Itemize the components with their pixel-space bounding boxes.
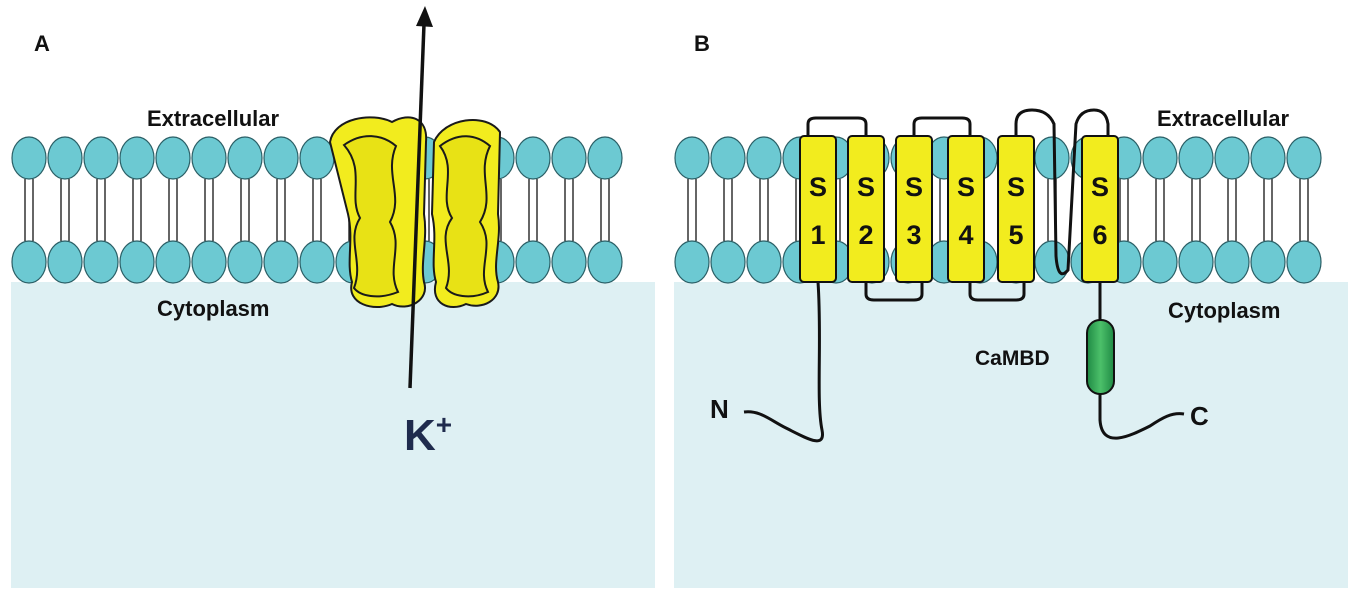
segment-body xyxy=(799,135,837,283)
n-terminus-label: N xyxy=(710,394,729,424)
segment-s3: S3 xyxy=(895,135,933,283)
panel-b-letter: B xyxy=(694,31,710,56)
lipid-head xyxy=(119,240,155,284)
transmembrane-loops xyxy=(743,108,1185,443)
lipid-head xyxy=(587,136,623,180)
segment-number: 3 xyxy=(906,220,921,250)
lipid-head xyxy=(47,240,83,284)
segment-body xyxy=(1081,135,1119,283)
segment-letter: S xyxy=(857,172,875,202)
lipid-head xyxy=(299,136,335,180)
segment-letter: S xyxy=(1091,172,1109,202)
panel-b-extracellular-label: Extracellular xyxy=(1157,106,1290,131)
lipid-head xyxy=(515,136,551,180)
segment-letter: S xyxy=(809,172,827,202)
segment-number: 6 xyxy=(1092,220,1107,250)
panel-a-membrane xyxy=(11,136,623,284)
lipid-head xyxy=(263,240,299,284)
segment-s6: S6 xyxy=(1081,135,1119,283)
segment-body xyxy=(895,135,933,283)
c-terminal-tail xyxy=(1098,392,1185,440)
lipid-head xyxy=(299,240,335,284)
segment-number: 1 xyxy=(810,220,825,250)
lipid-head xyxy=(11,240,47,284)
lipid-head xyxy=(83,240,119,284)
segment-s4: S4 xyxy=(947,135,985,283)
lipid-head xyxy=(1286,136,1322,180)
lipid-head xyxy=(515,240,551,284)
segment-s5: S5 xyxy=(997,135,1035,283)
lipid-head xyxy=(674,240,710,284)
lipid-head xyxy=(551,136,587,180)
lipid-head xyxy=(191,240,227,284)
cambd-label: CaMBD xyxy=(975,347,1050,370)
n-terminal-tail xyxy=(743,281,824,443)
segment-s2: S2 xyxy=(847,135,885,283)
panel-b-cytoplasm-region xyxy=(674,282,1348,588)
lipid-head xyxy=(1034,136,1070,180)
lipid-head xyxy=(674,136,710,180)
segment-letter: S xyxy=(905,172,923,202)
lipid-head xyxy=(746,240,782,284)
lipid-head xyxy=(155,240,191,284)
cambd-domain xyxy=(1086,319,1115,395)
segment-s1: S1 xyxy=(799,135,837,283)
lipid-head xyxy=(1142,136,1178,180)
lipid-head xyxy=(1250,136,1286,180)
lipid-head xyxy=(1214,136,1250,180)
panel-a: A Extracellular Cytoplasm K+ xyxy=(11,6,655,588)
panel-a-letter: A xyxy=(34,31,50,56)
lipid-head xyxy=(11,136,47,180)
segment-body xyxy=(847,135,885,283)
lipid-head xyxy=(710,240,746,284)
lipid-head xyxy=(1286,240,1322,284)
lipid-head xyxy=(1178,136,1214,180)
lipid-head xyxy=(155,136,191,180)
segment-number: 2 xyxy=(858,220,873,250)
lipid-head xyxy=(227,136,263,180)
lipid-head xyxy=(710,136,746,180)
lipid-head xyxy=(1250,240,1286,284)
lipid-head xyxy=(227,240,263,284)
lipid-head xyxy=(1034,240,1070,284)
lipid-head xyxy=(83,136,119,180)
panel-a-cytoplasm-region xyxy=(11,282,655,588)
potassium-ion-label: K+ xyxy=(404,409,452,460)
panel-b-cytoplasm-label: Cytoplasm xyxy=(1168,298,1280,323)
lipid-head xyxy=(587,240,623,284)
c-terminus-label: C xyxy=(1190,401,1209,431)
segment-letter: S xyxy=(1007,172,1025,202)
lipid-head xyxy=(47,136,83,180)
lipid-head xyxy=(746,136,782,180)
panel-a-extracellular-label: Extracellular xyxy=(147,106,280,131)
segment-letter: S xyxy=(957,172,975,202)
lipid-head xyxy=(263,136,299,180)
lipid-head xyxy=(1178,240,1214,284)
lipid-head xyxy=(1214,240,1250,284)
lipid-head xyxy=(119,136,155,180)
potassium-channel xyxy=(328,116,502,309)
lipid-head xyxy=(191,136,227,180)
panel-a-cytoplasm-label: Cytoplasm xyxy=(157,296,269,321)
segment-body xyxy=(997,135,1035,283)
segment-number: 4 xyxy=(958,220,973,250)
segment-body xyxy=(947,135,985,283)
lipid-head xyxy=(551,240,587,284)
segment-number: 5 xyxy=(1008,220,1023,250)
lipid-head xyxy=(1142,240,1178,284)
ion-flow-arrow xyxy=(408,6,433,389)
